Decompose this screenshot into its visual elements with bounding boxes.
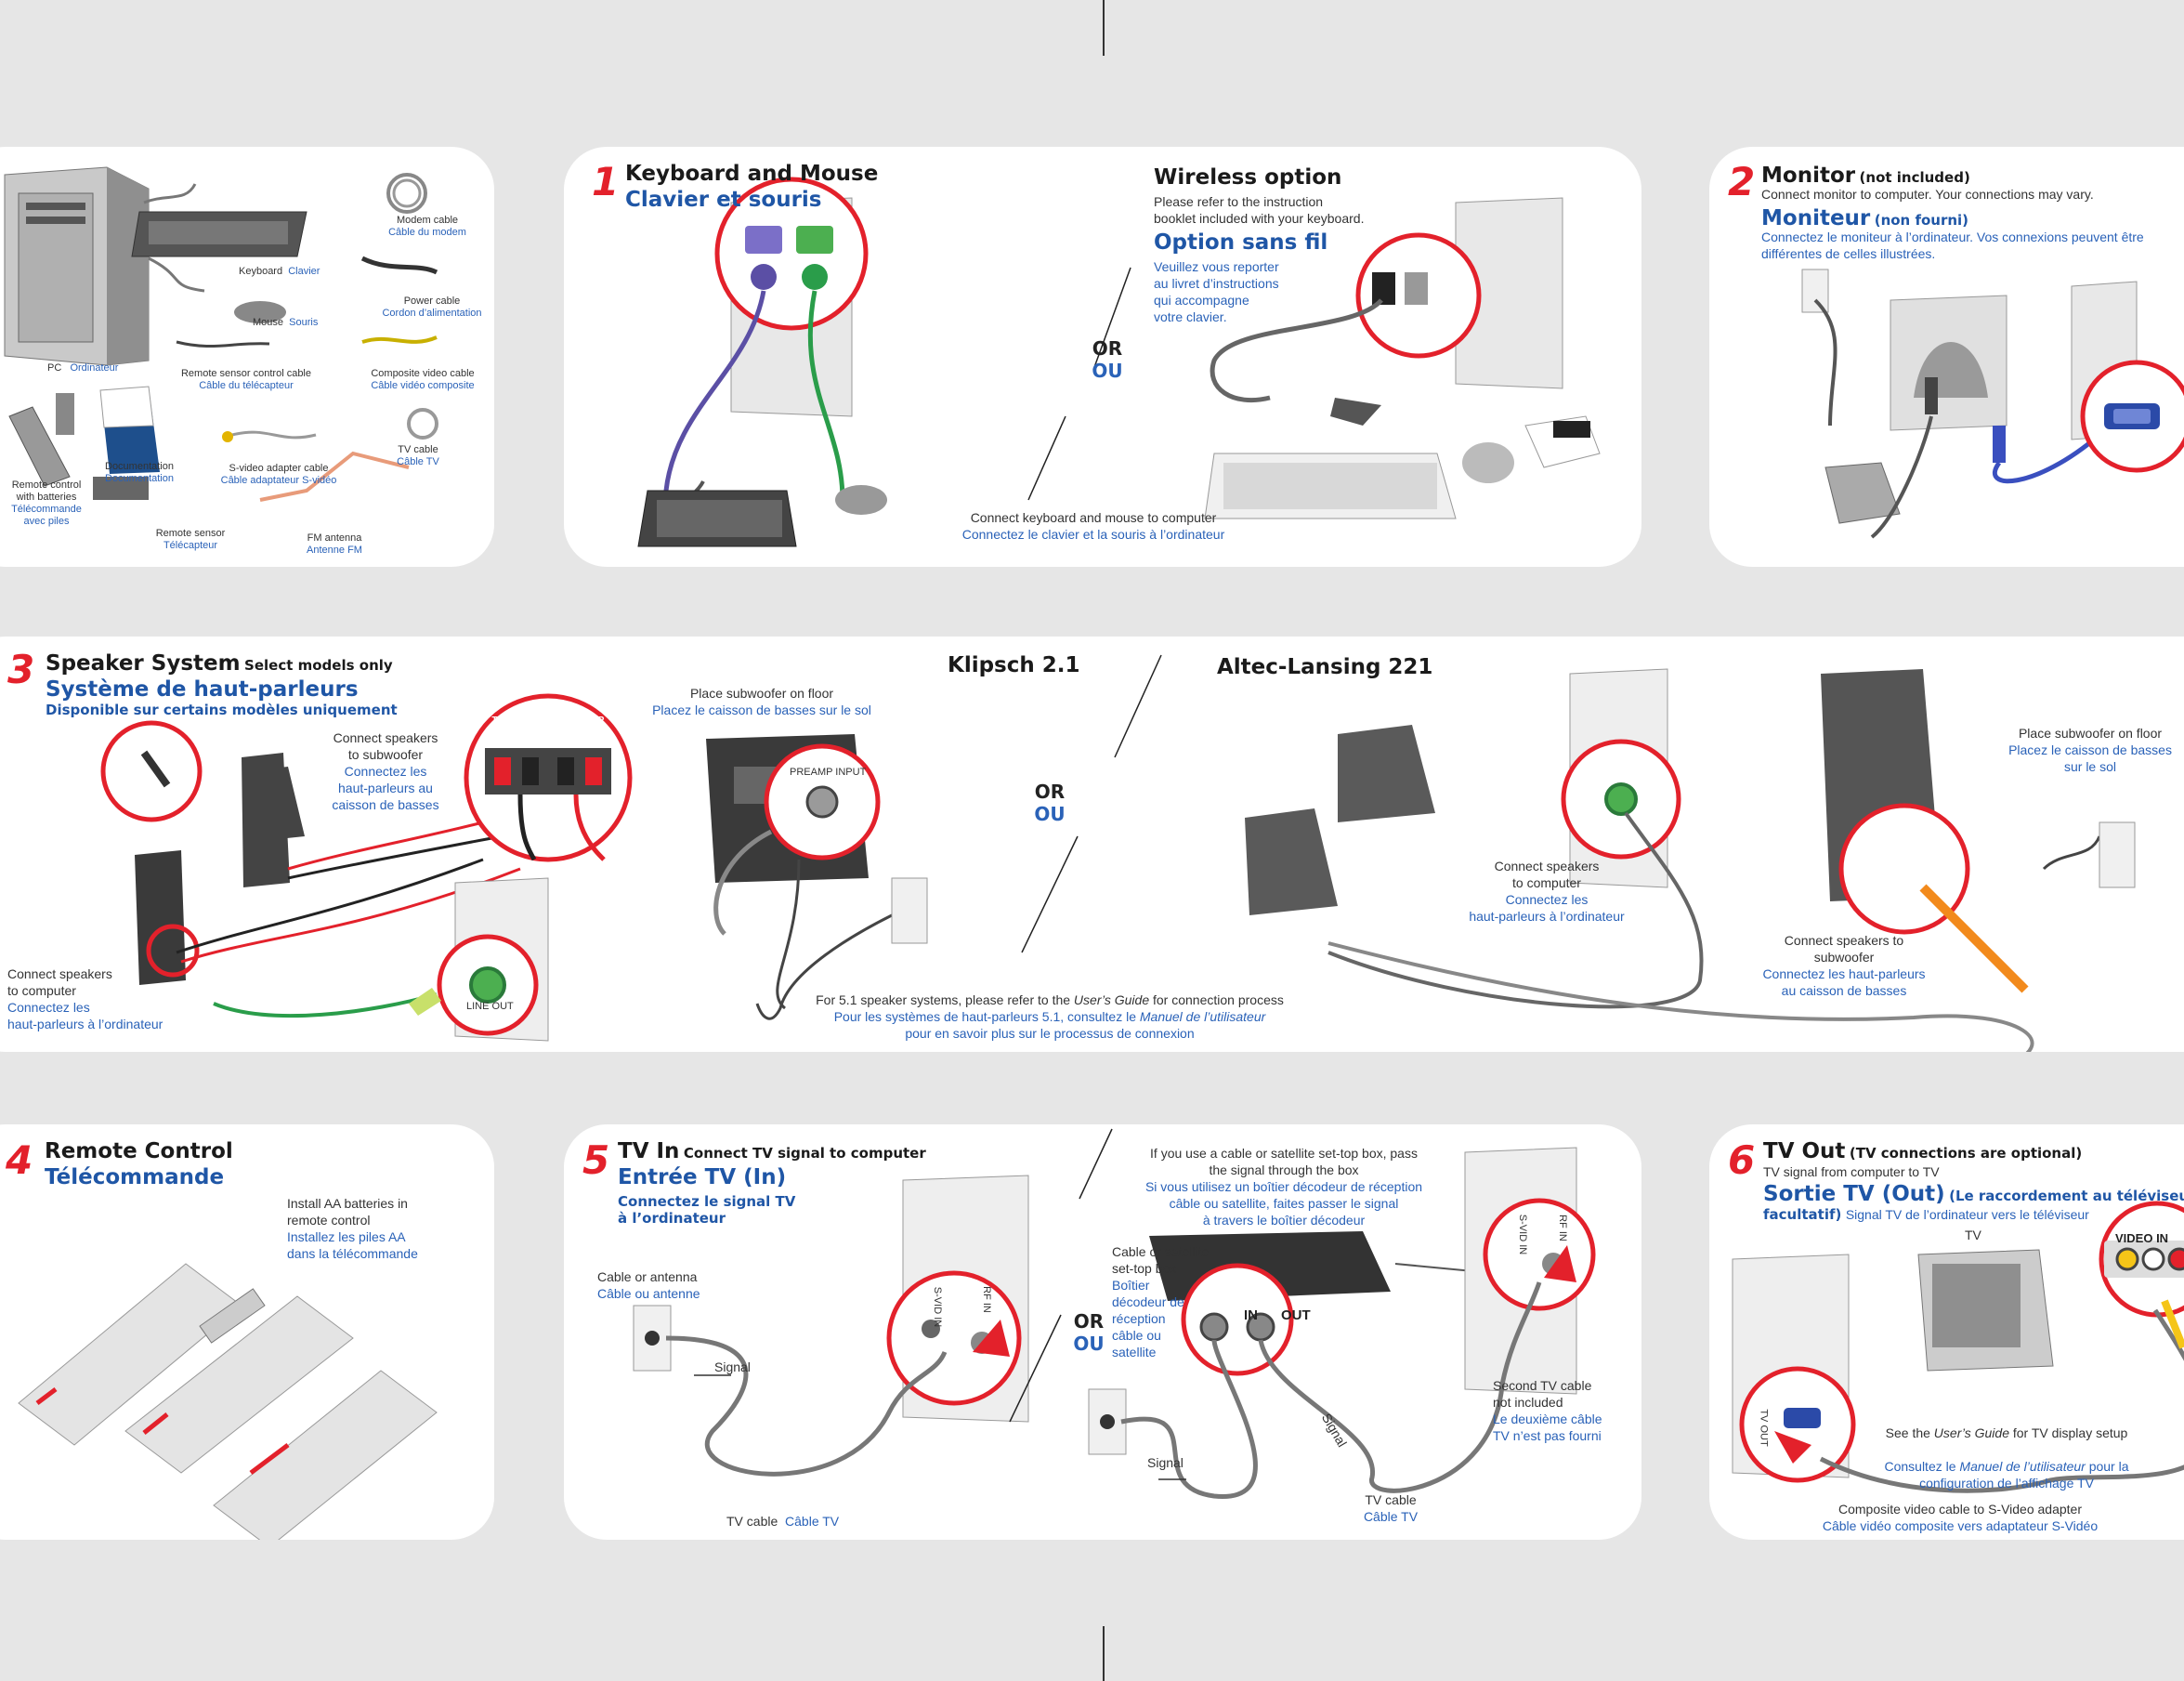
step5-title: TV In Connect TV signal to computer <box>618 1139 926 1163</box>
crop-mark-top <box>1103 0 1105 56</box>
panel-step2: 2 Monitor (not included) Connect monitor… <box>1709 147 2184 567</box>
panel-step4: 4 Remote Control Télécommande Install AA… <box>0 1124 494 1540</box>
altec-title: Altec-Lansing 221 <box>1217 655 1433 679</box>
wireless-text: Please refer to the instruction booklet … <box>1154 194 1365 226</box>
step5-svidin2-label: S-VID IN <box>1517 1214 1529 1255</box>
label-mouse: Mouse Souris <box>253 317 319 328</box>
step2-title: Monitor (not included) <box>1761 164 1970 188</box>
wireless-title: Wireless option <box>1154 165 1342 190</box>
klipsch-title: Klipsch 2.1 <box>948 653 1080 677</box>
step3-number: 3 <box>7 647 35 692</box>
step5-number: 5 <box>582 1137 610 1183</box>
step5-tvcable: TV cable Câble TV <box>726 1514 840 1529</box>
panel-step6: 6 TV Out (TV connections are optional) T… <box>1709 1124 2184 1540</box>
label-keyboard: Keyboard Clavier <box>239 266 320 277</box>
preamp-label: PREAMP INPUT <box>790 767 867 778</box>
step2-title-fr: Moniteur (non fourni) <box>1761 206 1969 230</box>
lineout-label: LINE OUT <box>466 1001 514 1012</box>
step6-title-fr: Sortie TV (Out) (Le raccordement au télé… <box>1763 1182 2184 1223</box>
step4-number: 4 <box>6 1137 33 1183</box>
label-pc: PC Ordinateur <box>47 362 119 374</box>
settop-out-label: OUT <box>1281 1307 1311 1323</box>
panel-step5: 5 TV In Connect TV signal to computer En… <box>564 1124 1641 1540</box>
panel-step1: 1 Keyboard and Mouse Clavier et souris W… <box>564 147 1641 567</box>
contents-illustration <box>4 166 438 502</box>
step2-illustration <box>1801 269 2184 539</box>
videoin-label: VIDEO IN <box>2115 1231 2169 1245</box>
step3-title: Speaker System Select models only <box>46 651 393 676</box>
step5-signal2: Signal <box>1147 1455 1184 1470</box>
step5-svidin-label: S-VID IN <box>932 1286 944 1328</box>
step4-title-fr: Télécommande <box>45 1165 225 1189</box>
step6-text: TV signal from computer to TV <box>1763 1164 1940 1179</box>
step5-signal: Signal <box>714 1359 751 1374</box>
settop-in-label: IN <box>1244 1307 1258 1323</box>
step2-text-fr: Connectez le moniteur à l’ordinateur. Vo… <box>1761 230 2144 261</box>
panel-contents: PC Ordinateur Keyboard Clavier Mouse Sou… <box>0 147 494 567</box>
step5-illustration <box>633 1128 1596 1499</box>
step2-number: 2 <box>1728 159 1756 204</box>
step1-number: 1 <box>592 159 620 204</box>
step1-title: Keyboard and Mouse <box>625 162 879 186</box>
step3-note-fr: Disponible sur certains modèles uniqueme… <box>46 702 398 718</box>
wireless-text-fr: Veuillez vous reporter au livret d’instr… <box>1154 259 1279 324</box>
step3-illustration <box>100 654 2136 1052</box>
step2-text: Connect monitor to computer. Your connec… <box>1761 187 2094 202</box>
step6-title: TV Out (TV connections are optional) <box>1763 1139 2083 1163</box>
satellite-label: TO SATELLITE SPEAKER <box>491 716 605 726</box>
step6-guide: See the User’s Guide for TV display setu… <box>1884 1425 2129 1491</box>
step6-composite: Composite video cable to S-Video adapter… <box>1822 1502 2099 1533</box>
step6-number: 6 <box>1728 1137 1756 1183</box>
step3-title-fr: Système de haut-parleurs <box>46 677 359 702</box>
step1-illustration <box>637 177 1601 547</box>
step1-title-fr: Clavier et souris <box>625 188 822 212</box>
step3-note51: For 5.1 speaker systems, please refer to… <box>816 992 1284 1041</box>
step5-note-fr: Connectez le signal TV à l’ordinateur <box>618 1193 796 1227</box>
crop-mark-bottom <box>1103 1626 1105 1681</box>
step6-tv-label: TV <box>1965 1228 1981 1242</box>
step4-title: Remote Control <box>45 1139 233 1163</box>
step5-settop-text: If you use a cable or satellite set-top … <box>1144 1146 1423 1228</box>
panel-step3: 3 Speaker System Select models only Syst… <box>0 637 2184 1052</box>
step6-illustration <box>1732 1201 2184 1493</box>
wireless-title-fr: Option sans fil <box>1154 230 1328 255</box>
step5-rfin2-label: RF IN <box>1556 1215 1568 1241</box>
step4-illustration <box>18 1263 438 1540</box>
step5-title-fr: Entrée TV (In) <box>618 1165 787 1189</box>
step5-rfin-label: RF IN <box>980 1286 992 1313</box>
tvout-label: TV OUT <box>1758 1409 1770 1447</box>
